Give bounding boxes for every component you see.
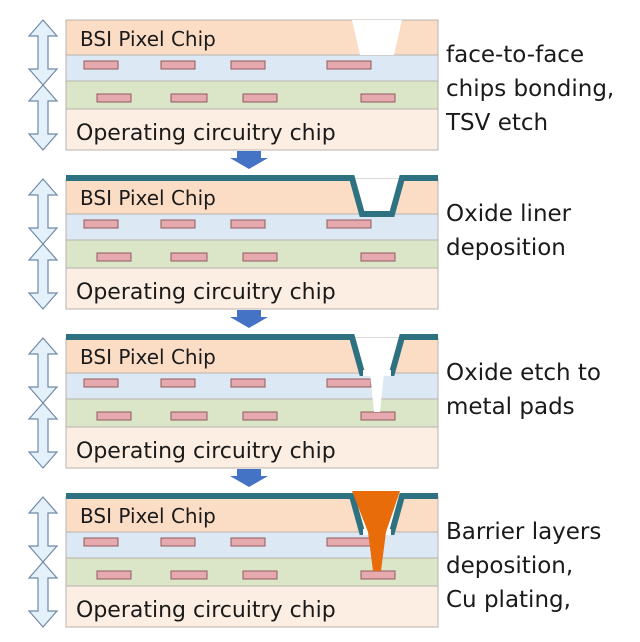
metal-pad <box>170 93 208 103</box>
process-step-label-line: chips bonding, <box>446 76 615 102</box>
metal-pad <box>360 570 396 580</box>
operating-circuitry-chip-layer <box>65 267 439 310</box>
metal-pad <box>326 60 372 70</box>
metal-pad <box>360 411 396 421</box>
oxide-liner <box>66 175 438 217</box>
thickness-arrow-icon <box>27 561 59 628</box>
thickness-arrow-icon <box>27 337 59 404</box>
process-step-label: Barrier layers deposition, Cu plating, <box>446 515 636 617</box>
metal-pad <box>170 570 208 580</box>
metal-pad <box>242 570 278 580</box>
circuitry-chip-label: Operating circuitry chip <box>76 121 336 146</box>
process-step-label-line: Barrier layers <box>446 519 602 545</box>
pixel-chip-label: BSI Pixel Chip <box>80 186 216 210</box>
thickness-arrow-icon <box>27 84 59 151</box>
metal-pad <box>242 252 278 262</box>
metal-pad <box>326 219 372 229</box>
process-step-label: Oxide liner deposition <box>446 197 636 265</box>
pixel-chip-label: BSI Pixel Chip <box>80 345 216 369</box>
metal-pad <box>96 252 132 262</box>
tsv-trench <box>352 20 402 55</box>
thickness-arrow-icon <box>27 19 59 86</box>
metal-pad <box>326 378 372 388</box>
process-step-label: face-to-face chips bonding, TSV etch <box>446 38 636 140</box>
process-step-label-line: Oxide etch to <box>446 360 601 386</box>
metal-pad <box>170 252 208 262</box>
circuitry-chip-label: Operating circuitry chip <box>76 439 336 464</box>
pixel-chip-label: BSI Pixel Chip <box>80 504 216 528</box>
thickness-arrow-icon <box>27 243 59 310</box>
process-step-label-line: Oxide liner <box>446 201 572 227</box>
metal-pad <box>83 60 119 70</box>
metal-pad <box>230 60 266 70</box>
thickness-arrow-icon <box>27 178 59 245</box>
tsv-trench <box>352 338 402 373</box>
metal-pad <box>360 93 396 103</box>
pixel-chip-label: BSI Pixel Chip <box>80 27 216 51</box>
metal-pad <box>230 219 266 229</box>
circuitry-chip-label: Operating circuitry chip <box>76 598 336 623</box>
metal-pad <box>242 93 278 103</box>
metal-pad <box>242 411 278 421</box>
metal-pad <box>96 570 132 580</box>
process-step-label: Oxide etch to metal pads <box>446 356 636 424</box>
metal-pad <box>160 60 196 70</box>
copper-fill <box>352 491 400 571</box>
process-step-label-line: face-to-face <box>446 42 585 68</box>
metal-pad <box>326 537 372 547</box>
operating-circuitry-chip-layer <box>65 426 439 469</box>
metal-pad <box>160 219 196 229</box>
metal-pad <box>360 252 396 262</box>
thickness-arrow-icon <box>27 496 59 563</box>
metal-pad <box>83 537 119 547</box>
metal-pad <box>160 378 196 388</box>
metal-pad <box>230 537 266 547</box>
process-step-label-line: deposition, <box>446 553 574 579</box>
operating-circuitry-chip-layer <box>65 108 439 151</box>
thickness-arrow-icon <box>27 402 59 469</box>
metal-pad <box>170 411 208 421</box>
down-arrow-icon <box>230 310 268 328</box>
tsv-trench <box>352 179 402 214</box>
via-to-metal-pad <box>370 373 384 412</box>
down-arrow-icon <box>230 151 268 169</box>
metal-pad <box>96 411 132 421</box>
process-step-label-line: metal pads <box>446 394 575 420</box>
metal-pad <box>230 378 266 388</box>
process-step-label-line: TSV etch <box>446 110 549 136</box>
circuitry-chip-label: Operating circuitry chip <box>76 280 336 305</box>
metal-pad <box>96 93 132 103</box>
metal-pad <box>160 537 196 547</box>
process-step-label-line: Cu plating, <box>446 587 571 613</box>
process-step-label-line: deposition <box>446 235 566 261</box>
metal-pad <box>83 219 119 229</box>
metal-pad <box>83 378 119 388</box>
down-arrow-icon <box>230 469 268 487</box>
operating-circuitry-chip-layer <box>65 585 439 628</box>
